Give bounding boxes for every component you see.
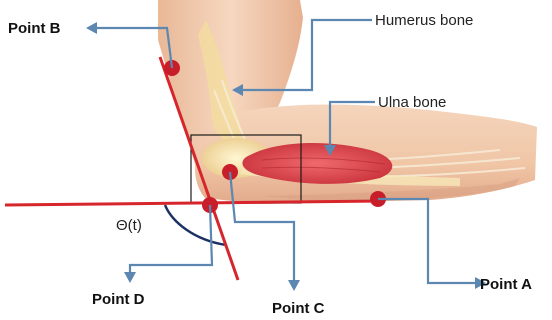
theta-angle-arc — [165, 205, 226, 245]
point-a-callout — [378, 199, 478, 283]
humerus-label: Humerus bone — [375, 12, 473, 29]
horizontal-reference-line — [5, 201, 385, 205]
point-b-label: Point B — [8, 20, 61, 37]
point-c-arrowhead — [288, 280, 300, 291]
point-c-label: Point C — [272, 300, 325, 317]
theta-label: Θ(t) — [116, 217, 142, 234]
point-d-label: Point D — [92, 291, 145, 308]
point-a-label: Point A — [480, 276, 532, 293]
point-d-arrowhead — [124, 272, 136, 283]
point-b-arrowhead — [86, 22, 97, 34]
ulna-label: Ulna bone — [378, 94, 446, 111]
